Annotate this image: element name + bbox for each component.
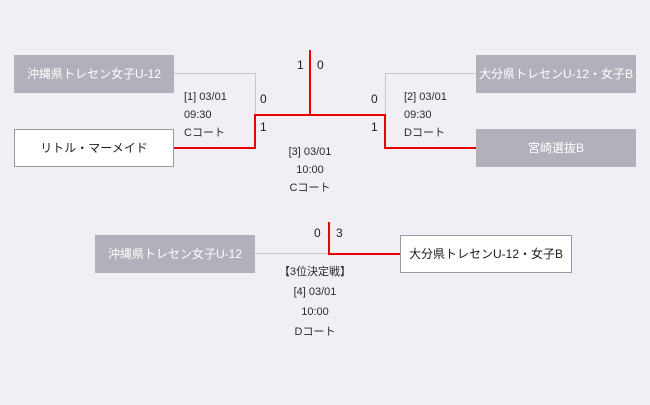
team-box-little-mermaid: リトル・マーメイド <box>14 129 174 167</box>
third-place-title: 【3位決定戦】 <box>278 266 352 278</box>
match-court: Cコート <box>289 182 331 194</box>
connector-line-sf-left-vertical-red <box>254 114 256 148</box>
connector-line-sf-right-top <box>385 73 476 74</box>
team-box-miyazaki: 宮崎選抜B <box>476 129 636 167</box>
match-number-date: [1] 03/01 <box>184 91 227 103</box>
connector-line-sf-left-to-final <box>254 114 311 116</box>
match-time: 10:00 <box>296 164 324 176</box>
match-info-semifinal-right: [2] 03/01 09:30 Dコート <box>404 88 447 142</box>
connector-line-sf-right-vertical-red <box>384 114 386 149</box>
team-box-oita-semifinal: 大分県トレセンU-12・女子B <box>476 55 636 93</box>
connector-line-sf-right-vertical-gray <box>385 73 386 116</box>
match-number-date: [4] 03/01 <box>293 286 337 298</box>
connector-line-sf-right-bottom-winner <box>384 147 476 149</box>
team-box-oita-third-place: 大分県トレセンU-12・女子B <box>400 235 572 273</box>
match-time: 09:30 <box>404 109 432 121</box>
match-info-semifinal-left: [1] 03/01 09:30 Cコート <box>184 88 227 142</box>
match-court: Cコート <box>184 127 225 139</box>
match-number-date: [3] 03/01 <box>288 146 332 158</box>
match-time: 10:00 <box>301 306 329 318</box>
connector-line-sf-left-bottom-winner <box>174 147 256 149</box>
score-sf-left-bottom: 1 <box>260 120 267 134</box>
match-court: Dコート <box>404 127 445 139</box>
connector-line-sf-left-top <box>174 73 256 74</box>
team-box-okinawa-third-place: 沖縄県トレセン女子U-12 <box>95 235 255 273</box>
match-info-final: [3] 03/01 10:00 Cコート <box>265 143 355 197</box>
score-sf-right-bottom: 1 <box>371 120 378 134</box>
score-sf-right-top: 0 <box>371 92 378 106</box>
connector-line-third-vertical <box>328 222 330 255</box>
score-third-left: 0 <box>314 226 321 240</box>
score-final-left: 1 <box>297 58 304 72</box>
match-info-third-place: 【3位決定戦】 [4] 03/01 10:00 Dコート <box>255 262 375 342</box>
connector-line-third-left <box>255 253 329 254</box>
team-box-okinawa-semifinal: 沖縄県トレセン女子U-12 <box>14 55 174 93</box>
score-final-right: 0 <box>317 58 324 72</box>
connector-line-third-right-winner <box>328 253 400 255</box>
match-court: Dコート <box>294 326 336 338</box>
score-sf-left-top: 0 <box>260 92 267 106</box>
score-third-right: 3 <box>336 226 343 240</box>
match-number-date: [2] 03/01 <box>404 91 447 103</box>
connector-line-sf-left-vertical-gray <box>255 73 256 116</box>
connector-line-sf-right-to-final <box>310 114 386 116</box>
connector-line-final-champion <box>309 50 311 116</box>
match-time: 09:30 <box>184 109 212 121</box>
